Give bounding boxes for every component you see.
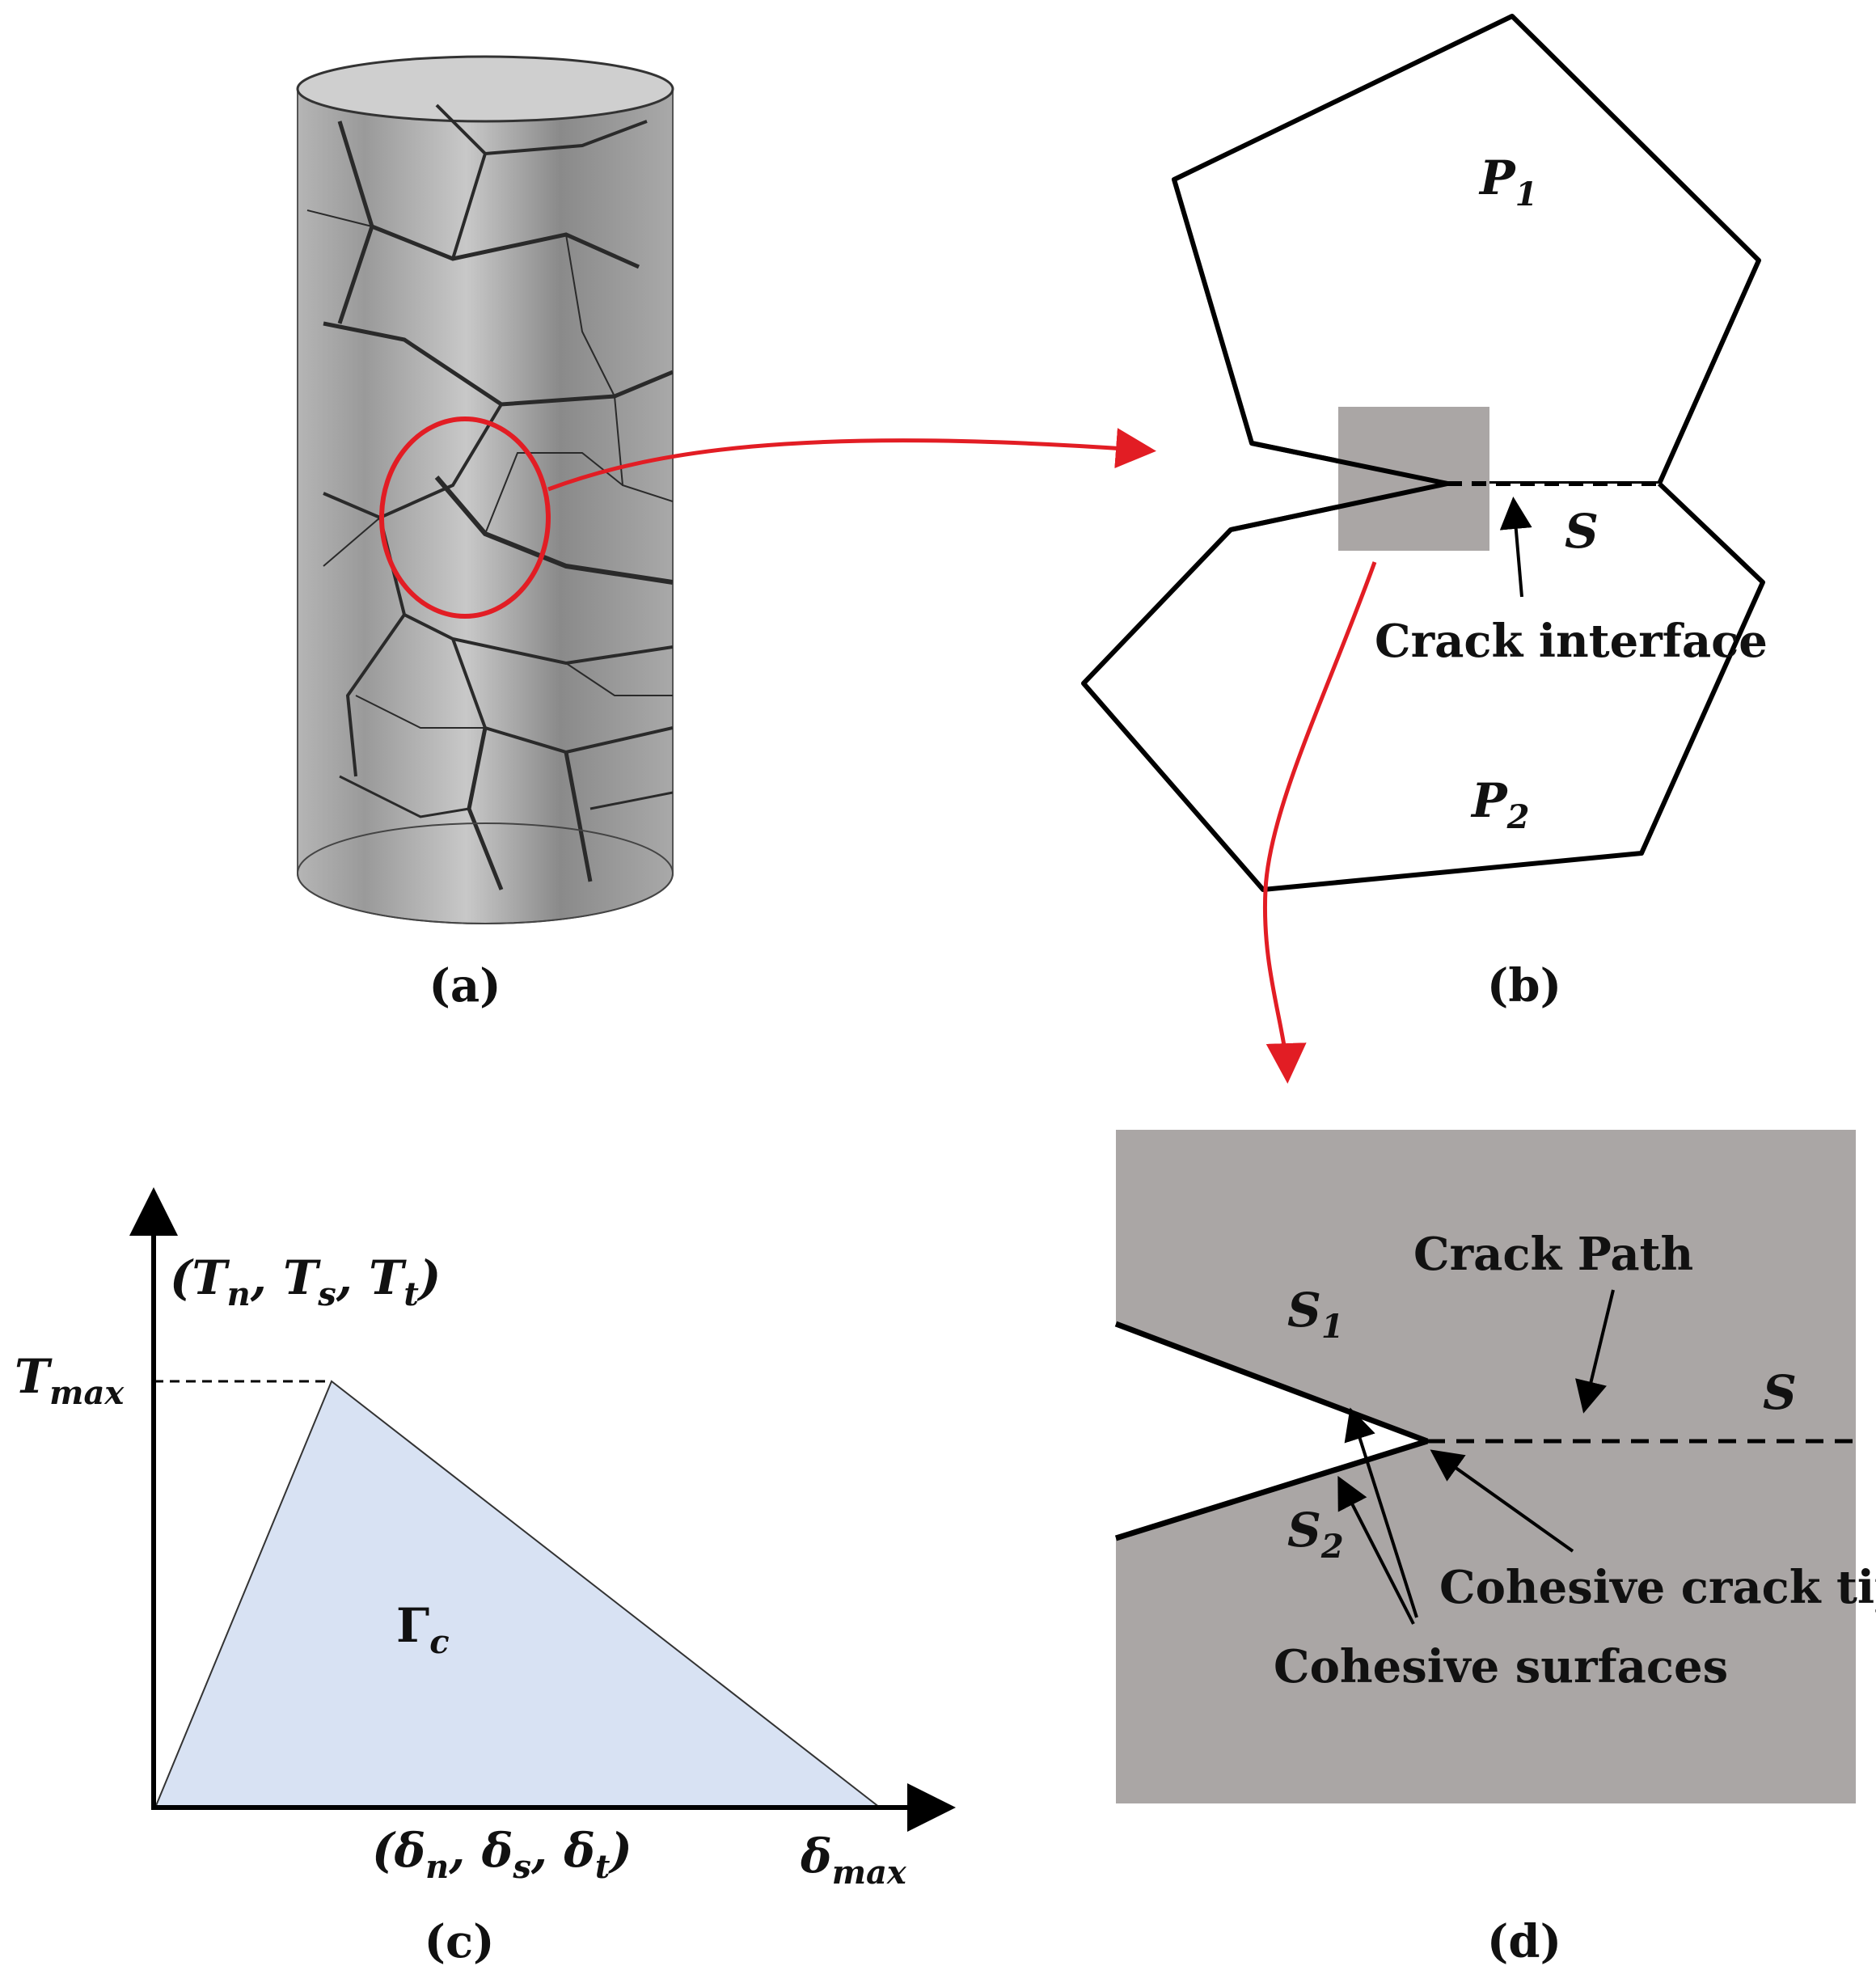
panel-b-grains	[1081, 14, 1765, 892]
label-crack-path: Crack Path	[1413, 1228, 1693, 1281]
surface-s2	[1114, 1438, 1429, 1541]
crack-tip-arrow	[1430, 1449, 1574, 1553]
crack-gap	[1116, 1324, 1427, 1538]
label-s2: S2	[1287, 1503, 1344, 1566]
tmax-label: Tmax	[15, 1349, 125, 1412]
label-cohesive-surfaces: Cohesive surfaces	[1274, 1640, 1728, 1693]
dmax-label: δmax	[800, 1829, 907, 1892]
caption-b: (b)	[1487, 959, 1561, 1013]
caption-c: (c)	[424, 1915, 494, 1968]
label-cohesive-tip: Cohesive crack tip	[1439, 1561, 1876, 1614]
gamma-c-label: Γc	[396, 1598, 450, 1661]
crack-path-arrow	[1575, 1289, 1615, 1414]
crack-interface-arrow	[1499, 497, 1532, 598]
grain-boundaries	[306, 104, 673, 890]
surfaces-arrow-lower	[1337, 1475, 1415, 1625]
panel-c-law	[129, 1187, 956, 1832]
y-axis-label: (Tn, Ts, Tt)	[170, 1250, 441, 1313]
highlight-zoom-arrow	[379, 416, 1156, 619]
label-p2: P2	[1470, 773, 1529, 836]
x-axis-label: (δn, δs, δt)	[372, 1823, 632, 1886]
label-s-d: S	[1763, 1365, 1797, 1420]
surface-s1	[1114, 1321, 1429, 1444]
label-s1: S1	[1287, 1283, 1344, 1346]
caption-d: (d)	[1487, 1915, 1561, 1968]
zoom-arrow-to-d	[1262, 561, 1377, 1084]
caption-a: (a)	[429, 959, 501, 1013]
panel-d-detail	[1114, 1130, 1856, 1803]
panel-a-cylinder	[296, 55, 674, 924]
fracture-energy-area	[154, 1380, 882, 1808]
label-s-b: S	[1565, 504, 1599, 559]
label-crack-interface: Crack interface	[1375, 615, 1768, 668]
label-p1: P1	[1478, 150, 1537, 214]
surfaces-arrow-upper	[1344, 1407, 1418, 1618]
